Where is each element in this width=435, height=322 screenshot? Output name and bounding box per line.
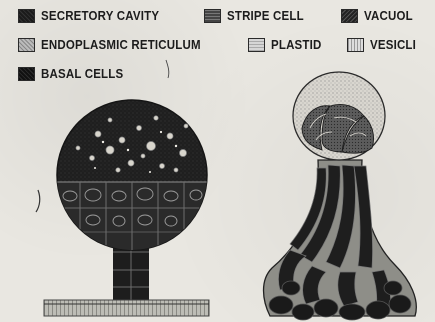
right-gland — [264, 72, 417, 320]
stray-mark — [36, 190, 40, 212]
left-gland-base — [44, 300, 209, 316]
left-gland-head — [55, 100, 210, 252]
right-gland-head — [293, 72, 385, 160]
stray-mark-2 — [166, 60, 169, 78]
left-gland — [44, 100, 210, 316]
